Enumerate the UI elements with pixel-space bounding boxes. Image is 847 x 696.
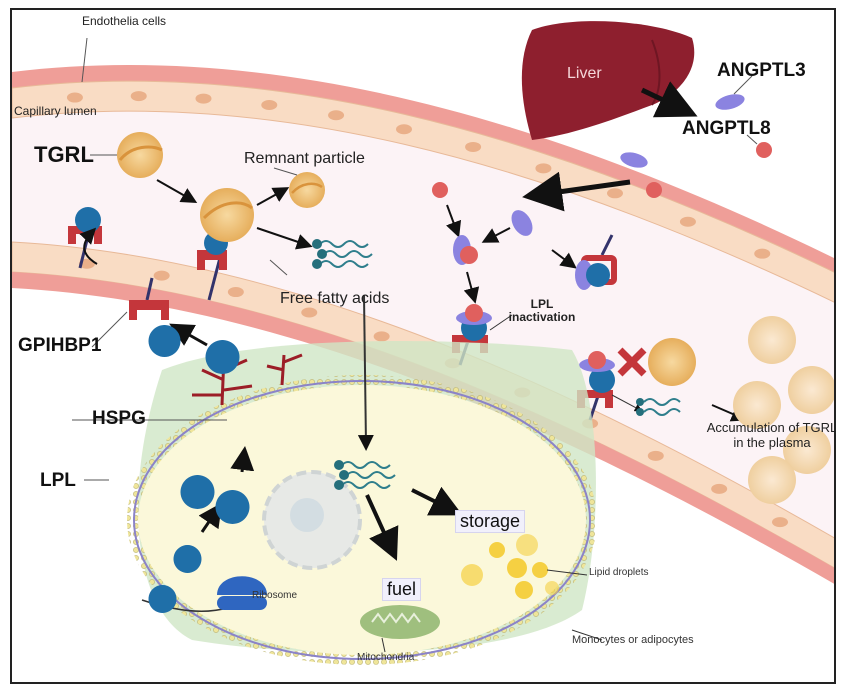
label-ribosome: Ribosome — [252, 590, 298, 601]
accumulated-tgrl — [733, 316, 834, 504]
endothelium-top — [12, 80, 834, 303]
remnant-particle — [289, 172, 325, 208]
endothelial-nucleus — [373, 331, 390, 342]
label-lipid-droplets: Lipid droplets — [589, 567, 649, 578]
endothelial-nucleus — [647, 450, 664, 461]
endothelial-nucleus — [301, 307, 318, 318]
to-storage-arrow — [411, 486, 463, 516]
lpl-folded-1 — [215, 490, 250, 524]
label-monocytes-or-adipocytes: Monocytes or adipocytes — [572, 634, 694, 646]
lpl-nascent-1 — [148, 585, 177, 613]
vessel-wall-top — [12, 65, 834, 273]
endothelial-nucleus — [195, 93, 212, 104]
blocked-cross-icon — [617, 347, 647, 377]
label-angptl8: ANGPTL8 — [682, 118, 771, 139]
label-tgrl: TGRL — [34, 142, 94, 167]
angptl3-icon — [715, 94, 745, 110]
label-angptl3: ANGPTL3 — [717, 60, 806, 81]
tgrl-particle — [117, 132, 163, 178]
label-lpl: LPL — [40, 470, 76, 491]
label-gpihbp1: GPIHBP1 — [18, 335, 102, 356]
label-capillary-lumen: Capillary lumen — [14, 104, 97, 118]
tgrl-accumulated-particle — [748, 456, 796, 504]
endothelial-nucleus — [711, 483, 728, 494]
endothelial-nucleus — [66, 92, 83, 103]
endothelium-bottom — [12, 241, 834, 569]
endothelial-nucleus — [130, 91, 147, 102]
free-fatty-acids-intracellular — [341, 461, 396, 489]
tgrl-accumulated-particle — [748, 316, 796, 364]
lpl-folded-2 — [180, 475, 215, 509]
angptl8-icon — [756, 142, 772, 158]
gpihbp1-anchor — [129, 277, 169, 320]
figure-frame: Endothelia cells Capillary lumen TGRL Re… — [10, 8, 836, 684]
label-lpl-inactivation: LPL inactivation — [508, 297, 576, 324]
angptl-entry-arrow — [522, 171, 631, 212]
ribosome-icon — [217, 576, 267, 595]
tgrl-particle-blocked — [648, 338, 696, 386]
endothelial-nucleus — [679, 216, 696, 227]
to-fuel-arrow — [365, 494, 399, 561]
label-remnant-particle: Remnant particle — [244, 150, 365, 167]
diagram-canvas — [12, 21, 834, 665]
mitochondria-icon — [360, 605, 440, 639]
endothelial-nucleus — [227, 287, 244, 298]
lpl-on-hspg — [205, 340, 240, 374]
ffa-uptake-arrow — [357, 294, 374, 451]
label-endothelia-cells: Endothelia cells — [82, 14, 167, 28]
endothelial-nucleus — [465, 141, 482, 152]
lpl-transcytosis — [148, 325, 181, 357]
tgrl-accumulated-particle — [783, 426, 831, 474]
label-accumulation-tgrl: Accumulation of TGRL in the plasma — [706, 420, 836, 450]
lpl-angptl-complex-bound — [575, 234, 617, 290]
label-liver: Liver — [567, 65, 602, 82]
endothelial-nucleus — [535, 163, 552, 174]
lipid-droplets-icon — [461, 534, 559, 599]
label-storage: storage — [455, 510, 526, 533]
liver-secretion-arrow — [640, 81, 698, 118]
ffa-small — [643, 398, 681, 416]
endothelial-nucleus — [754, 248, 771, 259]
endothelial-nucleus — [328, 110, 345, 121]
endothelial-nucleus — [772, 517, 789, 528]
label-mitochondria: Mitochondria — [357, 652, 415, 663]
endothelial-nucleus — [607, 188, 623, 199]
lpl-gpihbp1-complex-1 — [197, 231, 228, 301]
endothelial-nucleus — [261, 100, 278, 110]
tgrl-particle-lipolysis — [200, 188, 254, 242]
liver-icon — [521, 21, 695, 141]
tgrl-accumulated-particle — [733, 381, 781, 429]
label-hspg: HSPG — [92, 408, 146, 429]
tgrl-accumulated-particle — [788, 366, 834, 414]
label-free-fatty-acids: Free fatty acids — [280, 290, 390, 307]
endothelial-nucleus — [396, 124, 412, 135]
label-fuel: fuel — [382, 578, 422, 601]
endothelial-nucleus — [153, 270, 170, 281]
lpl-nascent-2 — [173, 545, 202, 573]
endothelial-cell-nuclei-top — [66, 91, 771, 259]
free-fatty-acids-icon — [319, 240, 373, 268]
